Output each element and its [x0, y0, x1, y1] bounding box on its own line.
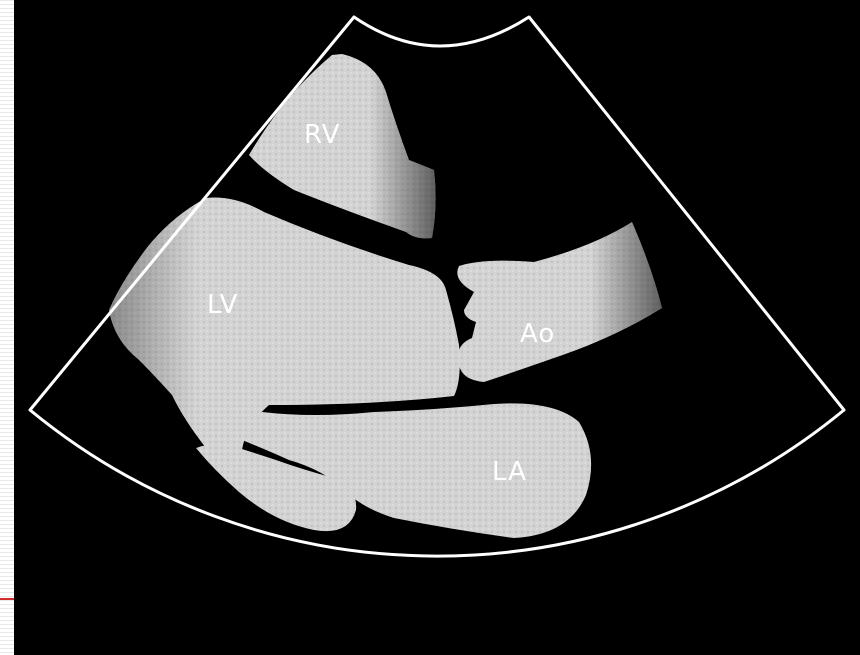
echocardiogram-diagram: RV LV Ao LA [14, 0, 860, 655]
ao-label: Ao [520, 319, 555, 349]
lv-label: LV [207, 290, 238, 320]
rv-label: RV [304, 120, 340, 150]
margin-red-rule [0, 598, 14, 600]
margin-strip [0, 0, 14, 655]
la-label: LA [492, 457, 527, 487]
